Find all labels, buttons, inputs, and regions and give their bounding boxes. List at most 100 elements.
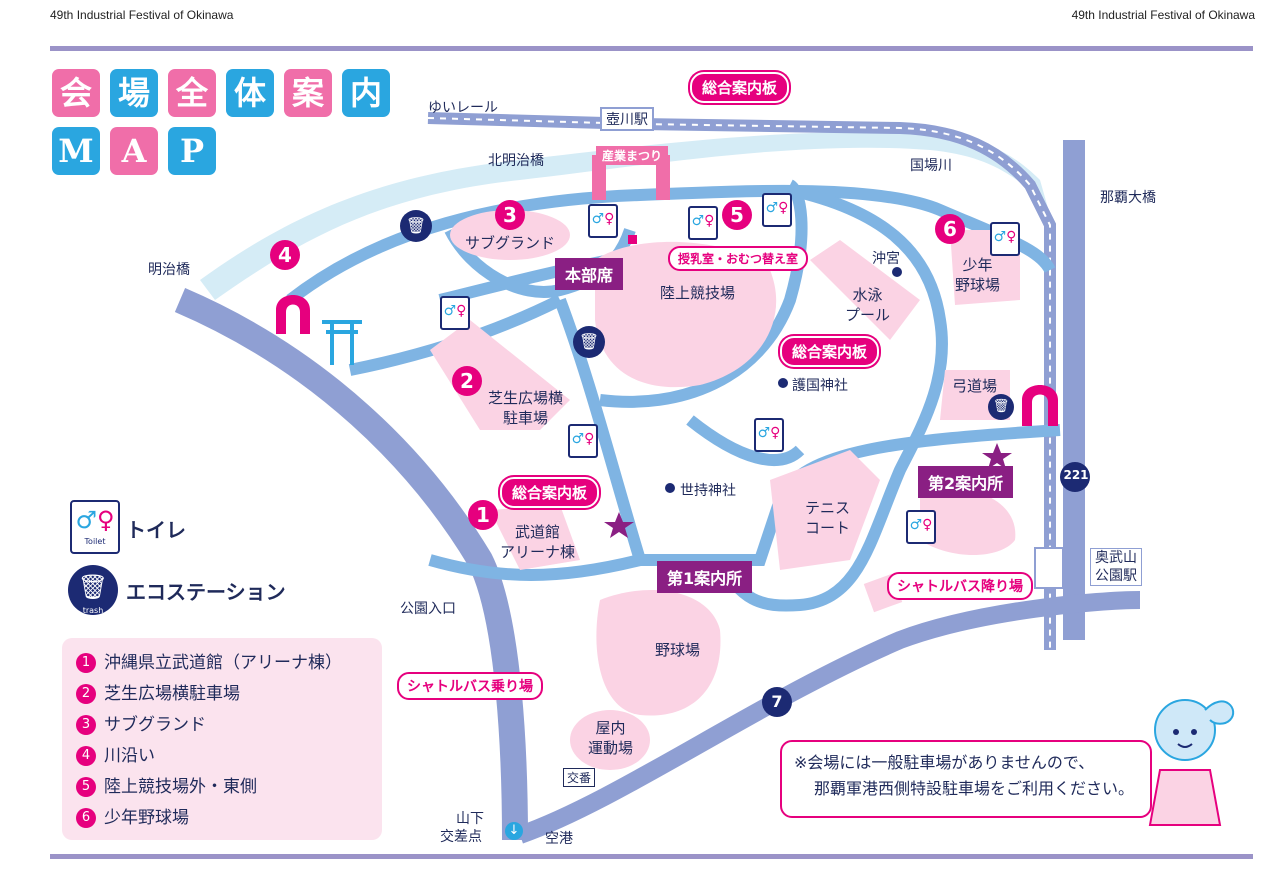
info2-label: 第2案内所 (918, 466, 1014, 498)
top-divider (50, 46, 1253, 51)
legend-item-num: 3 (76, 715, 96, 735)
venue-kyudo: 弓道場 (952, 377, 998, 395)
yui-rail-label: ゆいレール (428, 100, 498, 116)
info1-label: 第1案内所 (657, 561, 753, 593)
venue-shonen: 少年 野球場 (955, 255, 1000, 295)
legend-item-label: 芝生広場横駐車場 (104, 684, 240, 704)
legend-item-num: 1 (76, 653, 96, 673)
nursing-room-label: 授乳室・おむつ替え室 (668, 246, 809, 271)
route-7-road (517, 591, 1141, 844)
okinomiya-label: 沖宮 (872, 251, 900, 267)
toilet-icon: ♂♀ (588, 204, 618, 238)
toilet-icon: ♂♀ (762, 193, 792, 227)
title-char-4: 体 (226, 69, 274, 117)
venue-okunai-2: 運動場 (588, 739, 634, 757)
toilet-icon: ♂♀ (990, 222, 1020, 256)
area-number-6: 6 (935, 214, 965, 244)
title-char-5: 案 (284, 69, 332, 117)
legend-item-num: 2 (76, 684, 96, 704)
toilet-icon: ♂♀ (440, 296, 470, 330)
toilet-icon: ♂♀ (754, 418, 784, 452)
map-char-m: M (52, 127, 100, 175)
seyo-dot (665, 483, 675, 493)
onoyama-station-box (1034, 547, 1064, 589)
shuttle-ride-label: シャトルバス乗り場 (397, 672, 543, 700)
legend-item-num: 5 (76, 777, 96, 797)
legend-item: 3 サブグランド (76, 710, 206, 735)
honbu-marker (628, 235, 637, 244)
title-char-1: 会 (52, 69, 100, 117)
venue-shonen-2: 野球場 (955, 276, 1001, 294)
gokoku-jinja-label: 護国神社 (792, 378, 848, 394)
parking-note-line-1: ※会場には一般駐車場がありませんので、 (794, 753, 1095, 772)
legend-item: 5 陸上競技場外・東側 (76, 772, 257, 797)
legend-item-label: サブグランド (104, 715, 206, 735)
route-221-road (1063, 140, 1085, 640)
trash-icon: 🗑 (400, 210, 432, 242)
venue-suiei-1: 水泳 (852, 286, 883, 304)
legend-eco-label: エコステーション (126, 580, 286, 604)
venue-yakyu: 野球場 (655, 641, 701, 659)
route-221-marker (1060, 462, 1090, 492)
legend-item: 4 川沿い (76, 741, 155, 766)
parking-note: ※会場には一般駐車場がありませんので、 那覇軍港西側特設駐車場をご利用ください。 (780, 740, 1152, 818)
venue-budokan-1: 武道館 (515, 523, 561, 541)
legend-toilet-icon: ♂♀ Toilet (70, 500, 120, 554)
title-char-2: 場 (110, 69, 158, 117)
naha-ohashi-label: 那覇大橋 (1100, 190, 1156, 206)
legend-item-num: 4 (76, 746, 96, 766)
onoyama-station-label: 奥武山 公園駅 (1090, 548, 1142, 586)
trash-icon: 🗑 (988, 394, 1014, 420)
info1-star (604, 512, 634, 538)
gate-sign-label: 産業まつり (596, 146, 669, 165)
onoyama-line-1: 奥武山 (1095, 550, 1137, 566)
legend-toilet-caption: Toilet (84, 537, 106, 546)
title-char-6: 内 (342, 69, 390, 117)
trash-icon: 🗑 (573, 326, 605, 358)
kitameiji-bridge-label: 北明治橋 (488, 153, 544, 169)
kousaten-label: 交差点 (440, 829, 482, 845)
venue-tennis-2: コート (805, 519, 851, 537)
info2-star (982, 443, 1012, 469)
tsubogawa-station-label: 壺川駅 (600, 107, 654, 131)
koen-iriguchi-label: 公園入口 (400, 601, 456, 617)
info-board-mid-callout: 総合案内板 (780, 336, 880, 367)
info-board-top-callout: 総合案内板 (690, 72, 790, 103)
bottom-divider (50, 854, 1253, 859)
toilet-icon: ♂♀ (906, 510, 936, 544)
area-number-5: 5 (722, 200, 752, 230)
arch-gates (276, 155, 1058, 426)
legend-item-num: 6 (76, 808, 96, 828)
seyo-jinja-label: 世持神社 (680, 483, 736, 499)
venue-tennis-1: テニス (805, 499, 851, 517)
torii-gate (322, 320, 362, 365)
area-number-3: 3 (495, 200, 525, 230)
venue-okunai: 屋内 運動場 (588, 718, 633, 758)
venue-budokan: 武道館 アリーナ棟 (500, 522, 575, 562)
venue-suiei-2: プール (845, 306, 891, 324)
venue-shiba-2: 駐車場 (503, 409, 549, 427)
legend-trash-icon: 🗑 trash (68, 565, 118, 615)
toilet-icon: ♂♀ (688, 206, 718, 240)
venue-shiba: 芝生広場横 駐車場 (488, 388, 563, 428)
legend-trash-caption: trash (82, 606, 104, 615)
kokuba-river (200, 132, 1050, 300)
honbu-label: 本部席 (555, 258, 624, 290)
route-7-label: 7 (771, 692, 783, 711)
venue-suiei: 水泳 プール (845, 285, 890, 325)
area-number-4: 4 (270, 240, 300, 270)
main-road-west (174, 288, 528, 841)
header-left-text: 49th Industrial Festival of Okinawa (50, 8, 234, 22)
legend-item: 2 芝生広場横駐車場 (76, 679, 240, 704)
venue-okunai-1: 屋内 (595, 719, 626, 737)
venue-shonen-1: 少年 (962, 256, 993, 274)
okinomiya-dot (892, 267, 902, 277)
area-number-1: 1 (468, 500, 498, 530)
legend-item-label: 少年野球場 (104, 808, 189, 828)
meiji-bridge-label: 明治橋 (148, 262, 190, 278)
legend-item-label: 川沿い (104, 746, 155, 766)
legend-item-label: 陸上競技場外・東側 (104, 777, 257, 797)
